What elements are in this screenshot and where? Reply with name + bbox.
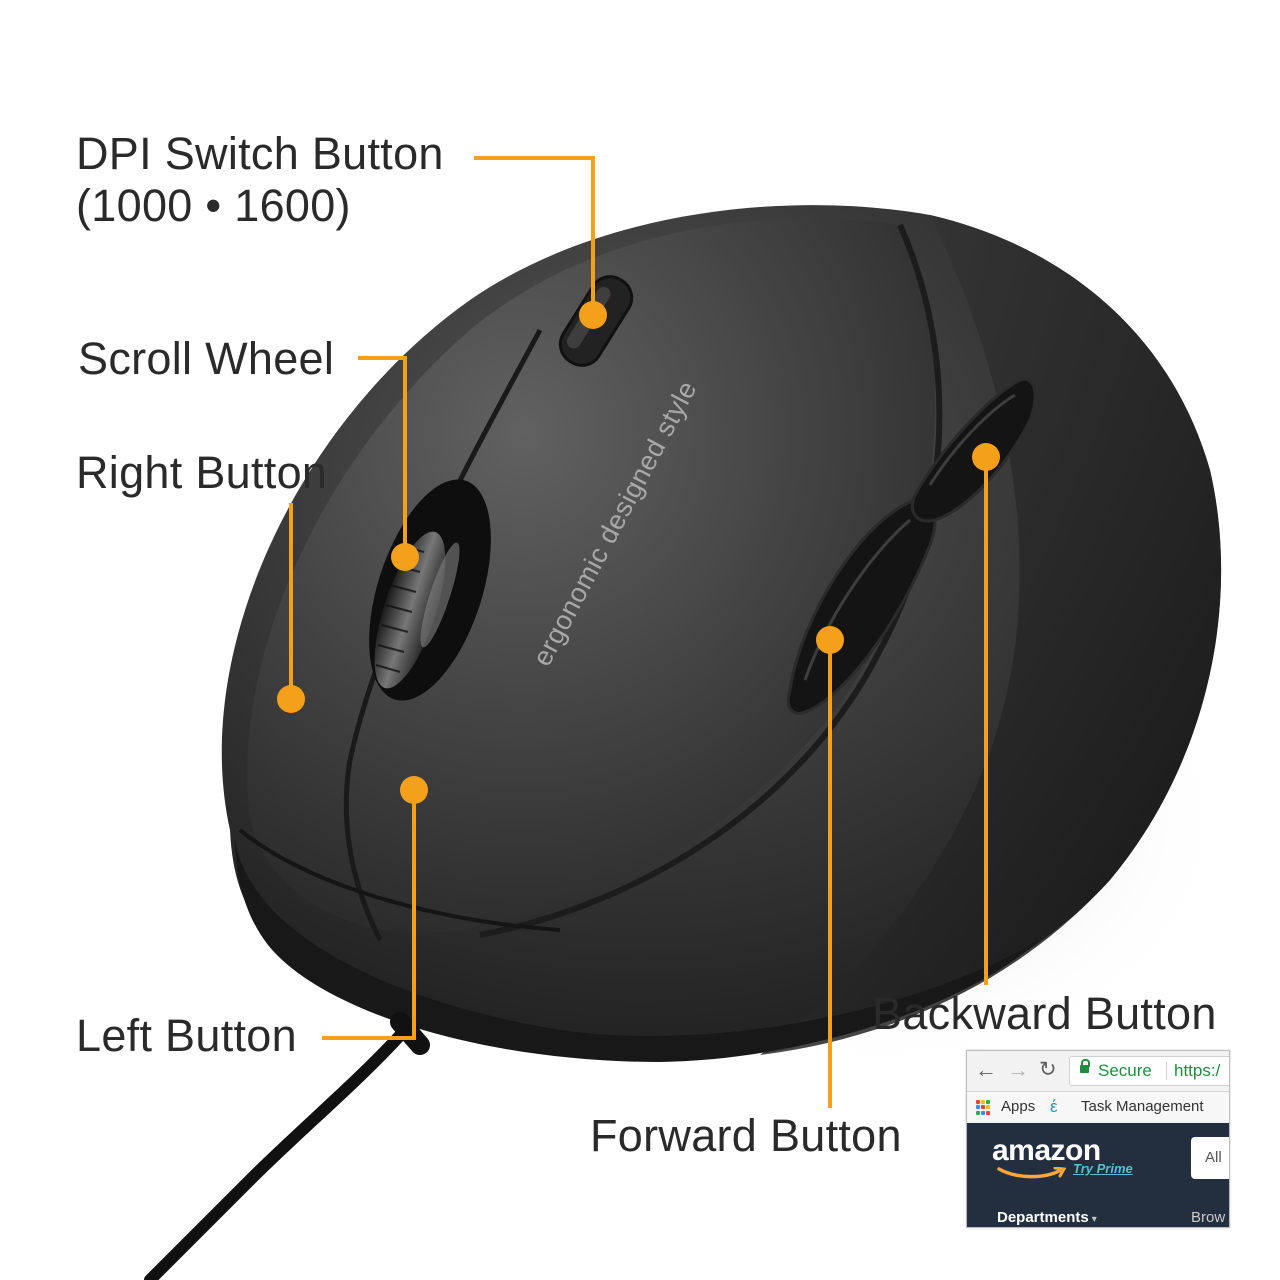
side-seam bbox=[479, 223, 943, 938]
backward-dot bbox=[972, 443, 1000, 471]
side-button-shine-2 bbox=[928, 393, 1016, 486]
right-button-dot bbox=[277, 685, 305, 713]
back-arrow-icon[interactable]: ← bbox=[975, 1057, 997, 1082]
address-bar[interactable]: Secure https:/ bbox=[1069, 1056, 1229, 1086]
forward-dot bbox=[816, 626, 844, 654]
backward-side-button[interactable] bbox=[910, 377, 1037, 523]
mouse-cable bbox=[144, 1024, 411, 1280]
lower-seam bbox=[238, 828, 561, 932]
scroll-leader-line bbox=[358, 356, 407, 555]
lock-icon bbox=[1080, 1059, 1090, 1073]
left-button-leader-line bbox=[322, 790, 416, 1040]
url-text: https:/ bbox=[1174, 1061, 1221, 1080]
cable-strain-relief bbox=[390, 1012, 430, 1055]
dpi-dot bbox=[579, 301, 607, 329]
forward-side-button[interactable] bbox=[786, 497, 937, 715]
browse-label[interactable]: Brow bbox=[1191, 1209, 1226, 1226]
amazon-logo[interactable]: amazon bbox=[992, 1134, 1101, 1167]
scroll-wheel-label: Scroll Wheel bbox=[78, 333, 335, 384]
forward-button-label: Forward Button bbox=[590, 1110, 902, 1161]
mouse-base-rim bbox=[235, 840, 1040, 1062]
wheel-shine bbox=[420, 542, 460, 648]
dpi-leader-line bbox=[474, 156, 595, 315]
secure-label: Secure bbox=[1098, 1061, 1152, 1080]
address-divider bbox=[1166, 1062, 1167, 1080]
mouse-thumb-side bbox=[760, 215, 1222, 1055]
callout-lines bbox=[289, 156, 988, 1108]
dpi-switch-label: DPI Switch Button (1000 • 1600) bbox=[76, 128, 444, 232]
forward-arrow-icon[interactable]: → bbox=[1007, 1057, 1029, 1082]
chevron-down-icon: ▾ bbox=[1091, 1214, 1097, 1225]
departments-label: Departments bbox=[997, 1209, 1089, 1226]
dpi-switch-label-line1: DPI Switch Button bbox=[76, 128, 444, 179]
task-management-icon: έ bbox=[1050, 1097, 1058, 1116]
backward-button-label: Backward Button bbox=[872, 988, 1217, 1039]
right-button-label: Right Button bbox=[76, 447, 328, 498]
try-prime-link[interactable]: Try Prime bbox=[1073, 1161, 1133, 1176]
reload-icon[interactable]: ↻ bbox=[1039, 1058, 1057, 1081]
scroll-dot bbox=[391, 543, 419, 571]
task-management-bookmark[interactable]: Task Management bbox=[1081, 1098, 1204, 1115]
apps-grid-icon[interactable] bbox=[976, 1100, 991, 1115]
button-surface bbox=[247, 218, 936, 933]
search-category-box[interactable]: All bbox=[1191, 1137, 1229, 1179]
departments-menu[interactable]: Departments▾ bbox=[997, 1209, 1097, 1226]
side-button-shine bbox=[803, 518, 911, 681]
dpi-switch-label-line2: (1000 • 1600) bbox=[76, 180, 351, 231]
apps-bookmark-label[interactable]: Apps bbox=[1001, 1098, 1036, 1115]
button-seam bbox=[343, 328, 543, 942]
amazon-header: amazon Try Prime All Departments▾ Brow bbox=[967, 1123, 1229, 1227]
browser-toolbar: ← → ↻ Secure https:/ bbox=[967, 1051, 1229, 1092]
browser-screenshot-inset: ← → ↻ Secure https:/ Apps έ Task Managem… bbox=[966, 1050, 1230, 1228]
left-button-label: Left Button bbox=[76, 1010, 297, 1061]
left-button-dot bbox=[400, 776, 428, 804]
bookmarks-bar: Apps έ Task Management bbox=[967, 1092, 1229, 1122]
callout-dots bbox=[277, 301, 1000, 804]
amazon-smile-icon bbox=[997, 1167, 1067, 1179]
